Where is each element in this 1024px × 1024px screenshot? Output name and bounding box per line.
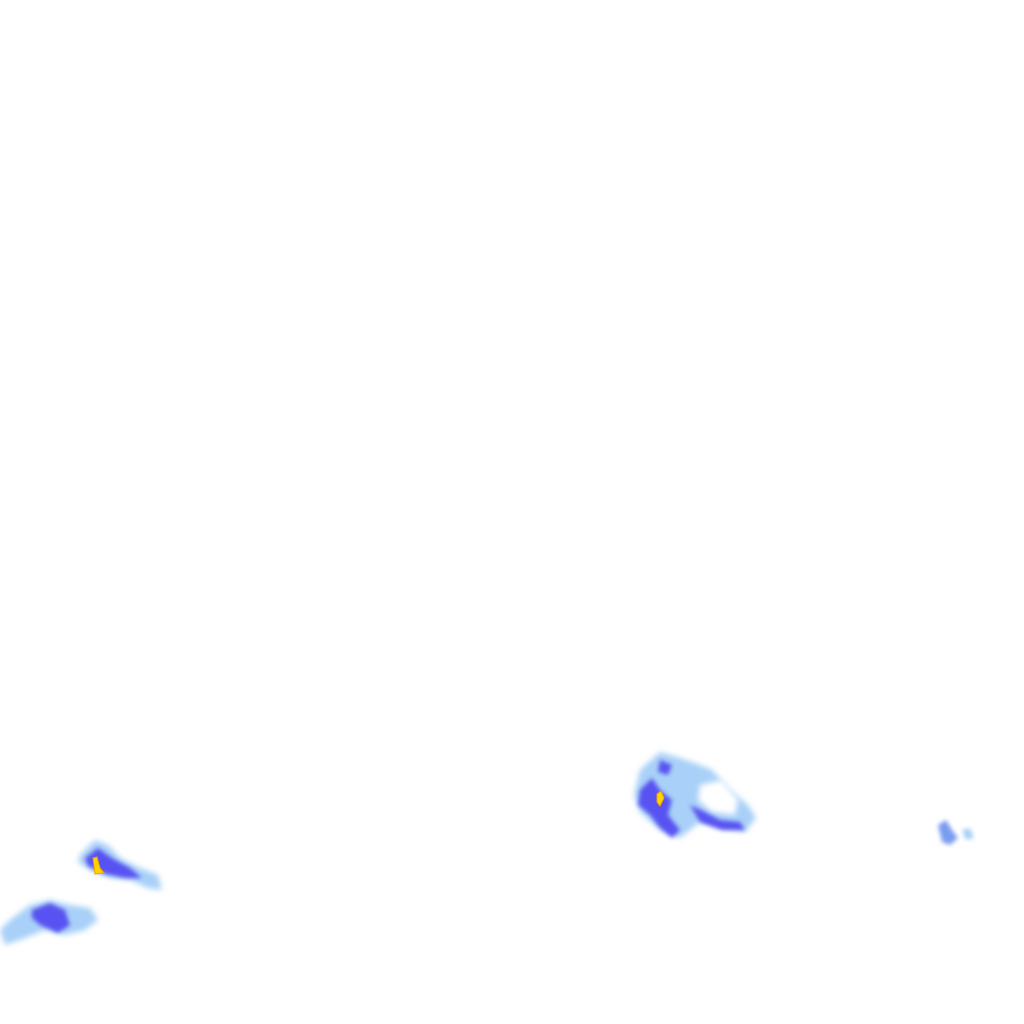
intense-core [656,790,665,807]
precip-cell-right [938,820,974,845]
intense-core [92,856,105,875]
precip-cell-center [634,752,756,838]
precip-cell-left-lower [0,900,98,945]
precip-cell-left-upper [78,840,162,890]
